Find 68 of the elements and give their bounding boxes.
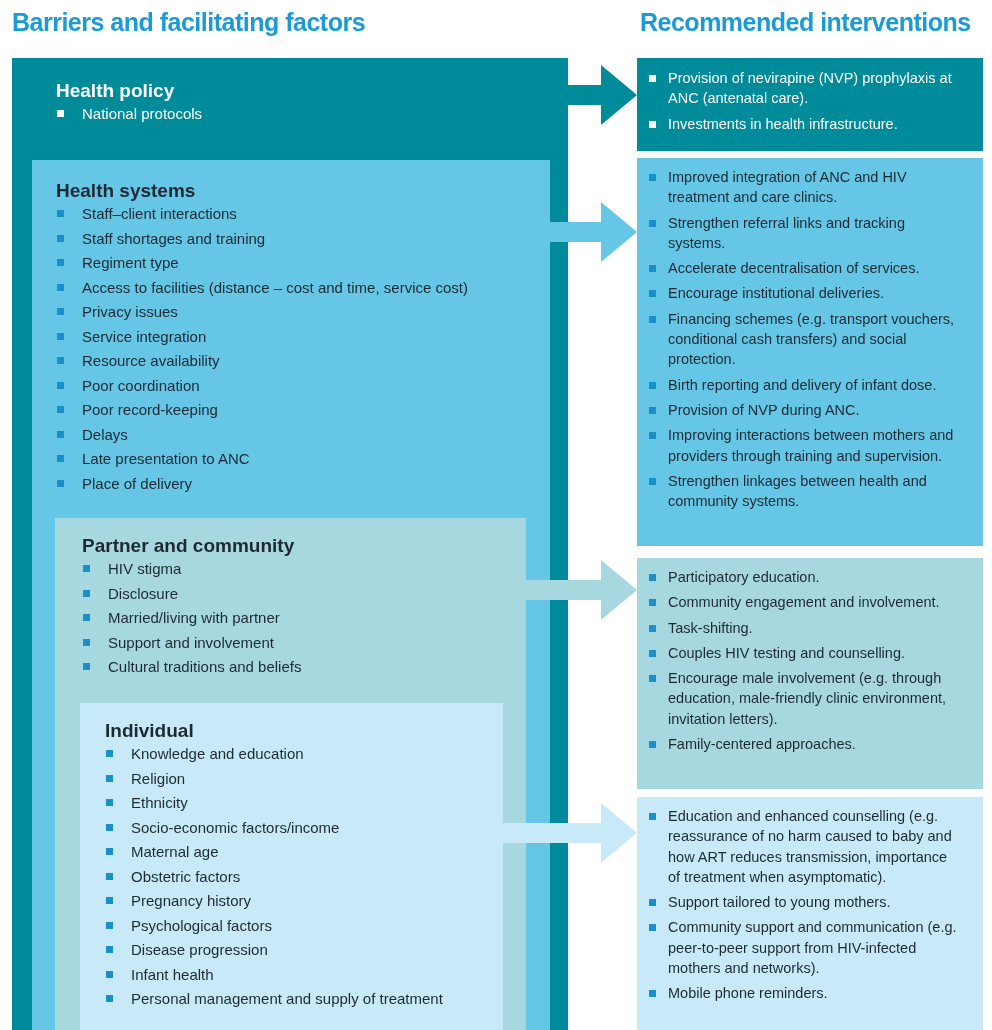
column-heading: Barriers and facilitating factors [12,8,366,37]
list-item: Obstetric factors [105,866,483,886]
list-item: Family-centered approaches. [648,734,963,755]
list-item: Encourage institutional deliveries. [648,283,963,304]
list-item: Privacy issues [56,302,530,321]
list-item: Disclosure [82,583,506,603]
list-item: Infant health [105,964,483,984]
list-item: Participatory education. [648,567,963,588]
list-item: Personal management and supply of treatment [105,989,483,1008]
intervention-panel [637,58,983,151]
arrow [550,202,637,262]
list-item: Religion [105,768,483,788]
list-item: Regiment type [56,253,530,272]
list-item: Access to facilities (distance – cost and time, service cost) [56,277,530,297]
list-item: Disease progression [105,940,483,959]
list-item: Staff shortages and training [56,228,530,248]
list-item: Investments in health infrastructure. [648,113,963,134]
list-item: Support tailored to young mothers. [648,892,963,913]
list-item: Improved integration of ANC and HIV treatment and care clinics. [648,167,963,208]
list-item: Cultural traditions and beliefs [82,657,506,676]
list-item: Community support and communication (e.g. peer-to-peer support from HIV-infected mothers and networks). [648,917,963,979]
factor-panel [12,58,568,1030]
section-heading: Individual [105,720,194,742]
list-item: Late presentation to ANC [56,449,530,468]
list-item: Poor coordination [56,375,530,395]
intervention-panel [637,797,983,1030]
list-item: Provision of NVP during ANC. [648,399,963,421]
section-heading: Partner and community [82,535,295,557]
column-heading: Recommended interventions [640,8,971,37]
list-item: Psychological factors [105,915,483,935]
list-item: Birth reporting and delivery of infant dose. [648,374,963,395]
list-item: Task-shifting. [648,617,963,638]
list-item: Provision of nevirapine (NVP) prophylaxis at ANC (antenatal care). [648,68,963,109]
list-item: Education and enhanced counselling (e.g. reassurance of no harm caused to baby and how ART reduces transmission, importance of treatment when asymptomatic). [648,806,963,888]
intervention-panel [637,158,983,546]
list-item: Community engagement and involvement. [648,592,963,613]
list-item: Ethnicity [105,793,483,812]
intervention-panel [637,558,983,789]
list-item: Maternal age [105,842,483,861]
arrow [526,560,637,620]
list-item: Strengthen referral links and tracking systems. [648,212,963,254]
factor-panel [80,703,503,1030]
list-item: Strengthen linkages between health and community systems. [648,470,963,512]
list-item: Financing schemes (e.g. transport vouchers, conditional cash transfers) and social protection. [648,308,963,370]
list-item: Married/living with partner [82,608,506,627]
factor-panel [55,518,526,1030]
list-item: Resource availability [56,351,530,370]
arrow [503,803,637,863]
list-item: Mobile phone reminders. [648,983,963,1004]
list-item: Delays [56,424,530,444]
list-item: Support and involvement [82,632,506,652]
arrow [568,65,637,125]
list-item: Knowledge and education [105,744,483,763]
list-item: Accelerate decentralisation of services. [648,258,963,279]
section-heading: Health systems [56,180,196,202]
section-heading: Health policy [56,80,175,102]
list-item: Improving interactions between mothers and providers through training and supervision. [648,425,963,466]
list-item: Socio-economic factors/income [105,817,483,837]
list-item: Place of delivery [56,473,530,493]
list-item: Encourage male involvement (e.g. through education, male-friendly clinic environment, invitation letters). [648,668,963,730]
list-item: Pregnancy history [105,891,483,910]
list-item: HIV stigma [82,559,506,578]
factor-panel [32,160,550,1030]
list-item: Staff–client interactions [56,204,530,223]
list-item: National protocols [56,104,548,123]
list-item: Poor record-keeping [56,400,530,419]
list-item: Service integration [56,326,530,346]
list-item: Couples HIV testing and counselling. [648,642,963,664]
